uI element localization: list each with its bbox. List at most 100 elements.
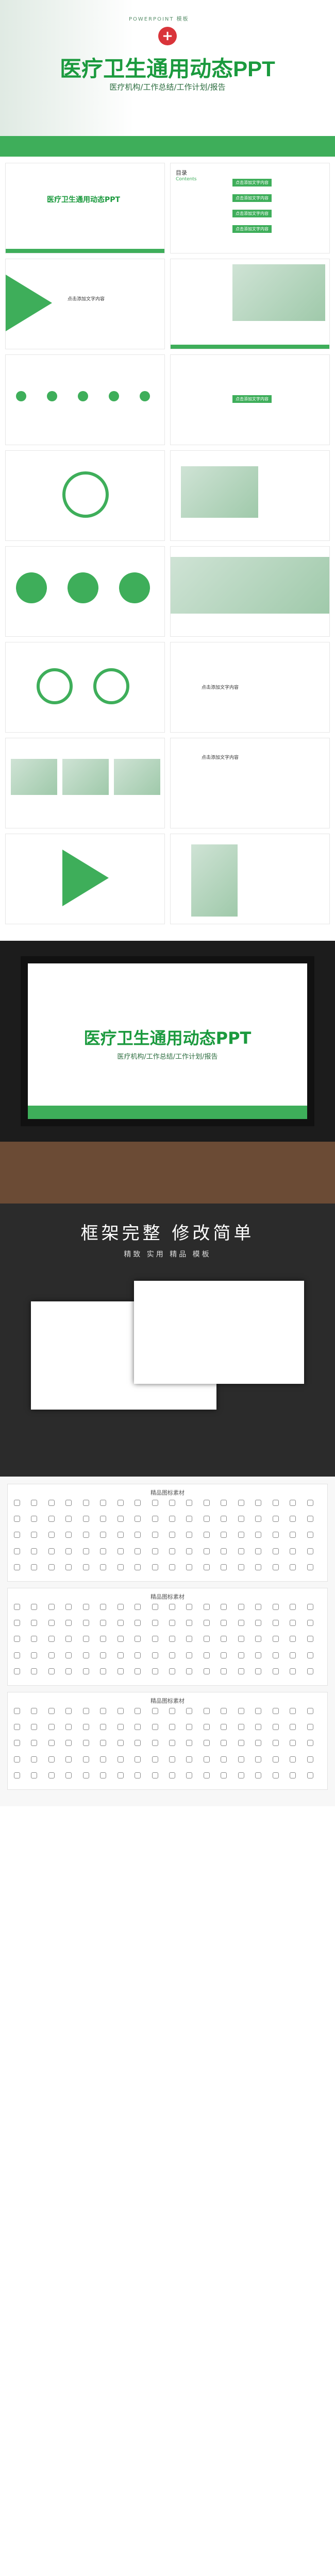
page: POWERPOINT 模板 + 医疗卫生通用动态PPT 医疗机构/工作总结/工作… xyxy=(0,0,335,1790)
slide-title: 医疗卫生通用动态PPT xyxy=(47,196,121,204)
cover-subtitle: 医疗机构/工作总结/工作计划/报告 xyxy=(109,82,226,92)
slide-bar xyxy=(171,345,329,349)
generic-icon xyxy=(48,1500,55,1506)
generic-icon xyxy=(186,1668,193,1674)
banner-photo xyxy=(171,557,329,614)
slide-text: 点击添加文字内容 xyxy=(202,685,239,690)
timeline-dot xyxy=(47,391,57,401)
generic-icon xyxy=(186,1564,193,1570)
generic-icon xyxy=(186,1740,193,1747)
generic-icon xyxy=(290,1636,296,1642)
generic-icon xyxy=(82,1740,89,1747)
timeline-dot xyxy=(78,391,88,401)
generic-icon xyxy=(135,1500,141,1506)
generic-icon xyxy=(31,1708,38,1714)
generic-icon xyxy=(203,1772,210,1778)
generic-icon xyxy=(203,1668,210,1674)
slide-laptop xyxy=(170,450,330,541)
generic-icon xyxy=(307,1772,313,1778)
generic-icon xyxy=(100,1740,107,1747)
generic-icon xyxy=(117,1756,124,1762)
generic-icon xyxy=(221,1756,227,1762)
slide-row xyxy=(5,546,330,637)
slide-row: 点击添加文字内容 xyxy=(5,642,330,733)
generic-icon xyxy=(82,1604,89,1610)
generic-icon xyxy=(203,1724,210,1731)
generic-icon xyxy=(65,1652,72,1658)
generic-icon xyxy=(65,1668,72,1674)
generic-icon xyxy=(152,1652,158,1658)
generic-icon xyxy=(272,1724,279,1731)
generic-icon xyxy=(135,1604,141,1610)
generic-icon xyxy=(100,1500,107,1506)
generic-icon xyxy=(272,1500,279,1506)
cover-green-band xyxy=(0,136,335,157)
generic-icon xyxy=(31,1620,38,1626)
generic-icon xyxy=(48,1756,55,1762)
generic-icon xyxy=(31,1500,38,1506)
generic-icon xyxy=(135,1636,141,1642)
generic-icon xyxy=(169,1564,175,1570)
generic-icon xyxy=(203,1564,210,1570)
generic-icon xyxy=(65,1620,72,1626)
donut-chart xyxy=(62,471,109,518)
generic-icon xyxy=(65,1708,72,1714)
generic-icon xyxy=(307,1620,313,1626)
generic-icon xyxy=(238,1756,244,1762)
pyramid xyxy=(62,850,109,906)
promo-sub: 精致 实用 精品 模板 xyxy=(124,1250,211,1259)
generic-icon xyxy=(14,1652,20,1658)
slide-bar xyxy=(6,249,164,253)
generic-icon xyxy=(117,1620,124,1626)
monitor-title: 医疗卫生通用动态PPT xyxy=(83,1028,252,1048)
generic-icon xyxy=(48,1668,55,1674)
generic-icon xyxy=(238,1604,244,1610)
percent-circle xyxy=(16,572,47,603)
generic-icon xyxy=(135,1548,141,1554)
generic-icon xyxy=(117,1604,124,1610)
generic-icon xyxy=(203,1500,210,1506)
generic-icon xyxy=(100,1636,107,1642)
generic-icon xyxy=(31,1724,38,1731)
generic-icon xyxy=(238,1652,244,1658)
generic-icon xyxy=(203,1636,210,1642)
generic-icon xyxy=(14,1516,20,1522)
generic-icon xyxy=(203,1516,210,1522)
generic-icon xyxy=(48,1724,55,1731)
generic-icon xyxy=(117,1772,124,1778)
generic-icon xyxy=(31,1740,38,1747)
generic-icon xyxy=(272,1548,279,1554)
generic-icon xyxy=(31,1548,38,1554)
generic-icon xyxy=(152,1548,158,1554)
generic-icon xyxy=(65,1724,72,1731)
generic-icon xyxy=(135,1516,141,1522)
generic-icon xyxy=(14,1548,20,1554)
wave-ring xyxy=(93,668,129,704)
generic-icon xyxy=(31,1532,38,1538)
generic-icon xyxy=(255,1740,262,1747)
generic-icon xyxy=(203,1532,210,1538)
generic-icon xyxy=(14,1772,20,1778)
generic-icon xyxy=(100,1756,107,1762)
generic-icon xyxy=(272,1516,279,1522)
generic-icon xyxy=(186,1636,193,1642)
generic-icon xyxy=(221,1516,227,1522)
slide-timeline xyxy=(5,354,165,445)
generic-icon xyxy=(135,1708,141,1714)
generic-icon xyxy=(255,1636,262,1642)
generic-icon xyxy=(272,1564,279,1570)
generic-icon xyxy=(238,1740,244,1747)
generic-icon xyxy=(307,1724,313,1731)
generic-icon xyxy=(255,1772,262,1778)
generic-icon xyxy=(48,1516,55,1522)
generic-icon xyxy=(186,1604,193,1610)
slide-gallery xyxy=(5,738,165,828)
icon-panel: 精品图标素材 xyxy=(7,1484,328,1582)
generic-icon xyxy=(290,1516,296,1522)
generic-icon xyxy=(290,1620,296,1626)
slide-row xyxy=(5,450,330,541)
slide-row: 医疗卫生通用动态PPT 目录 Contents 点击添加文字内容 点击添加文字内… xyxy=(5,163,330,253)
contents-item: 点击添加文字内容 xyxy=(232,179,272,187)
slide-grid: 医疗卫生通用动态PPT 目录 Contents 点击添加文字内容 点击添加文字内… xyxy=(0,157,335,936)
generic-icon xyxy=(186,1516,193,1522)
